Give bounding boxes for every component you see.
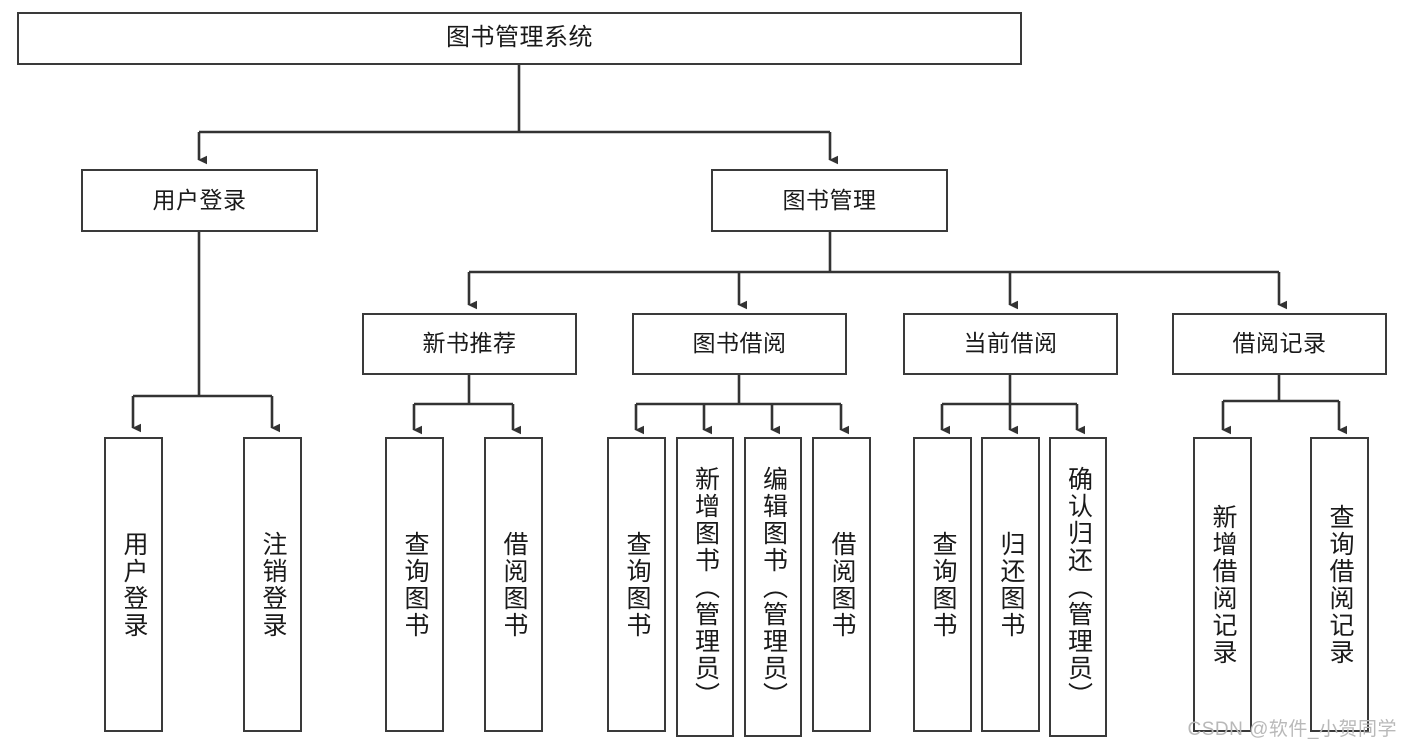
node-new-book-recommend-label: 新书推荐: [422, 330, 517, 357]
leaf-user-login-label: 用户登录: [120, 530, 148, 639]
leaf-query-books-current-label: 查询图书: [929, 530, 957, 639]
leaf-confirm-return-admin[interactable]: 确认归还（管理员）: [1049, 437, 1107, 737]
leaf-return-books[interactable]: 归还图书: [981, 437, 1040, 732]
leaf-return-books-label: 归还图书: [997, 530, 1025, 639]
leaf-borrow-books-recommend-label: 借阅图书: [500, 530, 528, 639]
leaf-query-borrow-record-label: 查询借阅记录: [1326, 503, 1354, 666]
node-borrow-records-label: 借阅记录: [1232, 330, 1327, 357]
leaf-confirm-return-admin-label: 确认归还（管理员）: [1064, 465, 1093, 709]
node-user-login[interactable]: 用户登录: [81, 169, 318, 232]
node-book-borrow-label: 图书借阅: [692, 330, 787, 357]
leaf-query-books-borrow-label: 查询图书: [623, 530, 651, 639]
node-book-management-label: 图书管理: [782, 186, 877, 213]
leaf-query-books-borrow[interactable]: 查询图书: [607, 437, 666, 732]
leaf-borrow-books-recommend[interactable]: 借阅图书: [484, 437, 543, 732]
node-user-login-label: 用户登录: [152, 186, 247, 213]
leaf-logout-label: 注销登录: [259, 530, 287, 639]
leaf-user-login[interactable]: 用户登录: [104, 437, 163, 732]
leaf-query-borrow-record[interactable]: 查询借阅记录: [1310, 437, 1369, 732]
watermark: CSDN @软件_小贺同学: [1187, 719, 1397, 740]
node-current-borrow-label: 当前借阅: [963, 330, 1058, 357]
node-root-label: 图书管理系统: [446, 24, 593, 52]
leaf-add-book-admin[interactable]: 新增图书（管理员）: [676, 437, 734, 737]
leaf-add-borrow-record[interactable]: 新增借阅记录: [1193, 437, 1252, 732]
leaf-logout[interactable]: 注销登录: [243, 437, 302, 732]
node-current-borrow[interactable]: 当前借阅: [903, 313, 1118, 375]
leaf-query-books-current[interactable]: 查询图书: [913, 437, 972, 732]
leaf-edit-book-admin-label: 编辑图书（管理员）: [759, 465, 788, 709]
leaf-borrow-books-borrow-label: 借阅图书: [828, 530, 856, 639]
leaf-edit-book-admin[interactable]: 编辑图书（管理员）: [744, 437, 802, 737]
leaf-add-borrow-record-label: 新增借阅记录: [1209, 503, 1237, 666]
node-book-borrow[interactable]: 图书借阅: [632, 313, 847, 375]
node-new-book-recommend[interactable]: 新书推荐: [362, 313, 577, 375]
leaf-query-books-recommend-label: 查询图书: [401, 530, 429, 639]
node-root[interactable]: 图书管理系统: [17, 12, 1022, 65]
leaf-borrow-books-borrow[interactable]: 借阅图书: [812, 437, 871, 732]
node-book-management[interactable]: 图书管理: [711, 169, 948, 232]
node-borrow-records[interactable]: 借阅记录: [1172, 313, 1387, 375]
leaf-add-book-admin-label: 新增图书（管理员）: [691, 465, 720, 709]
leaf-query-books-recommend[interactable]: 查询图书: [385, 437, 444, 732]
